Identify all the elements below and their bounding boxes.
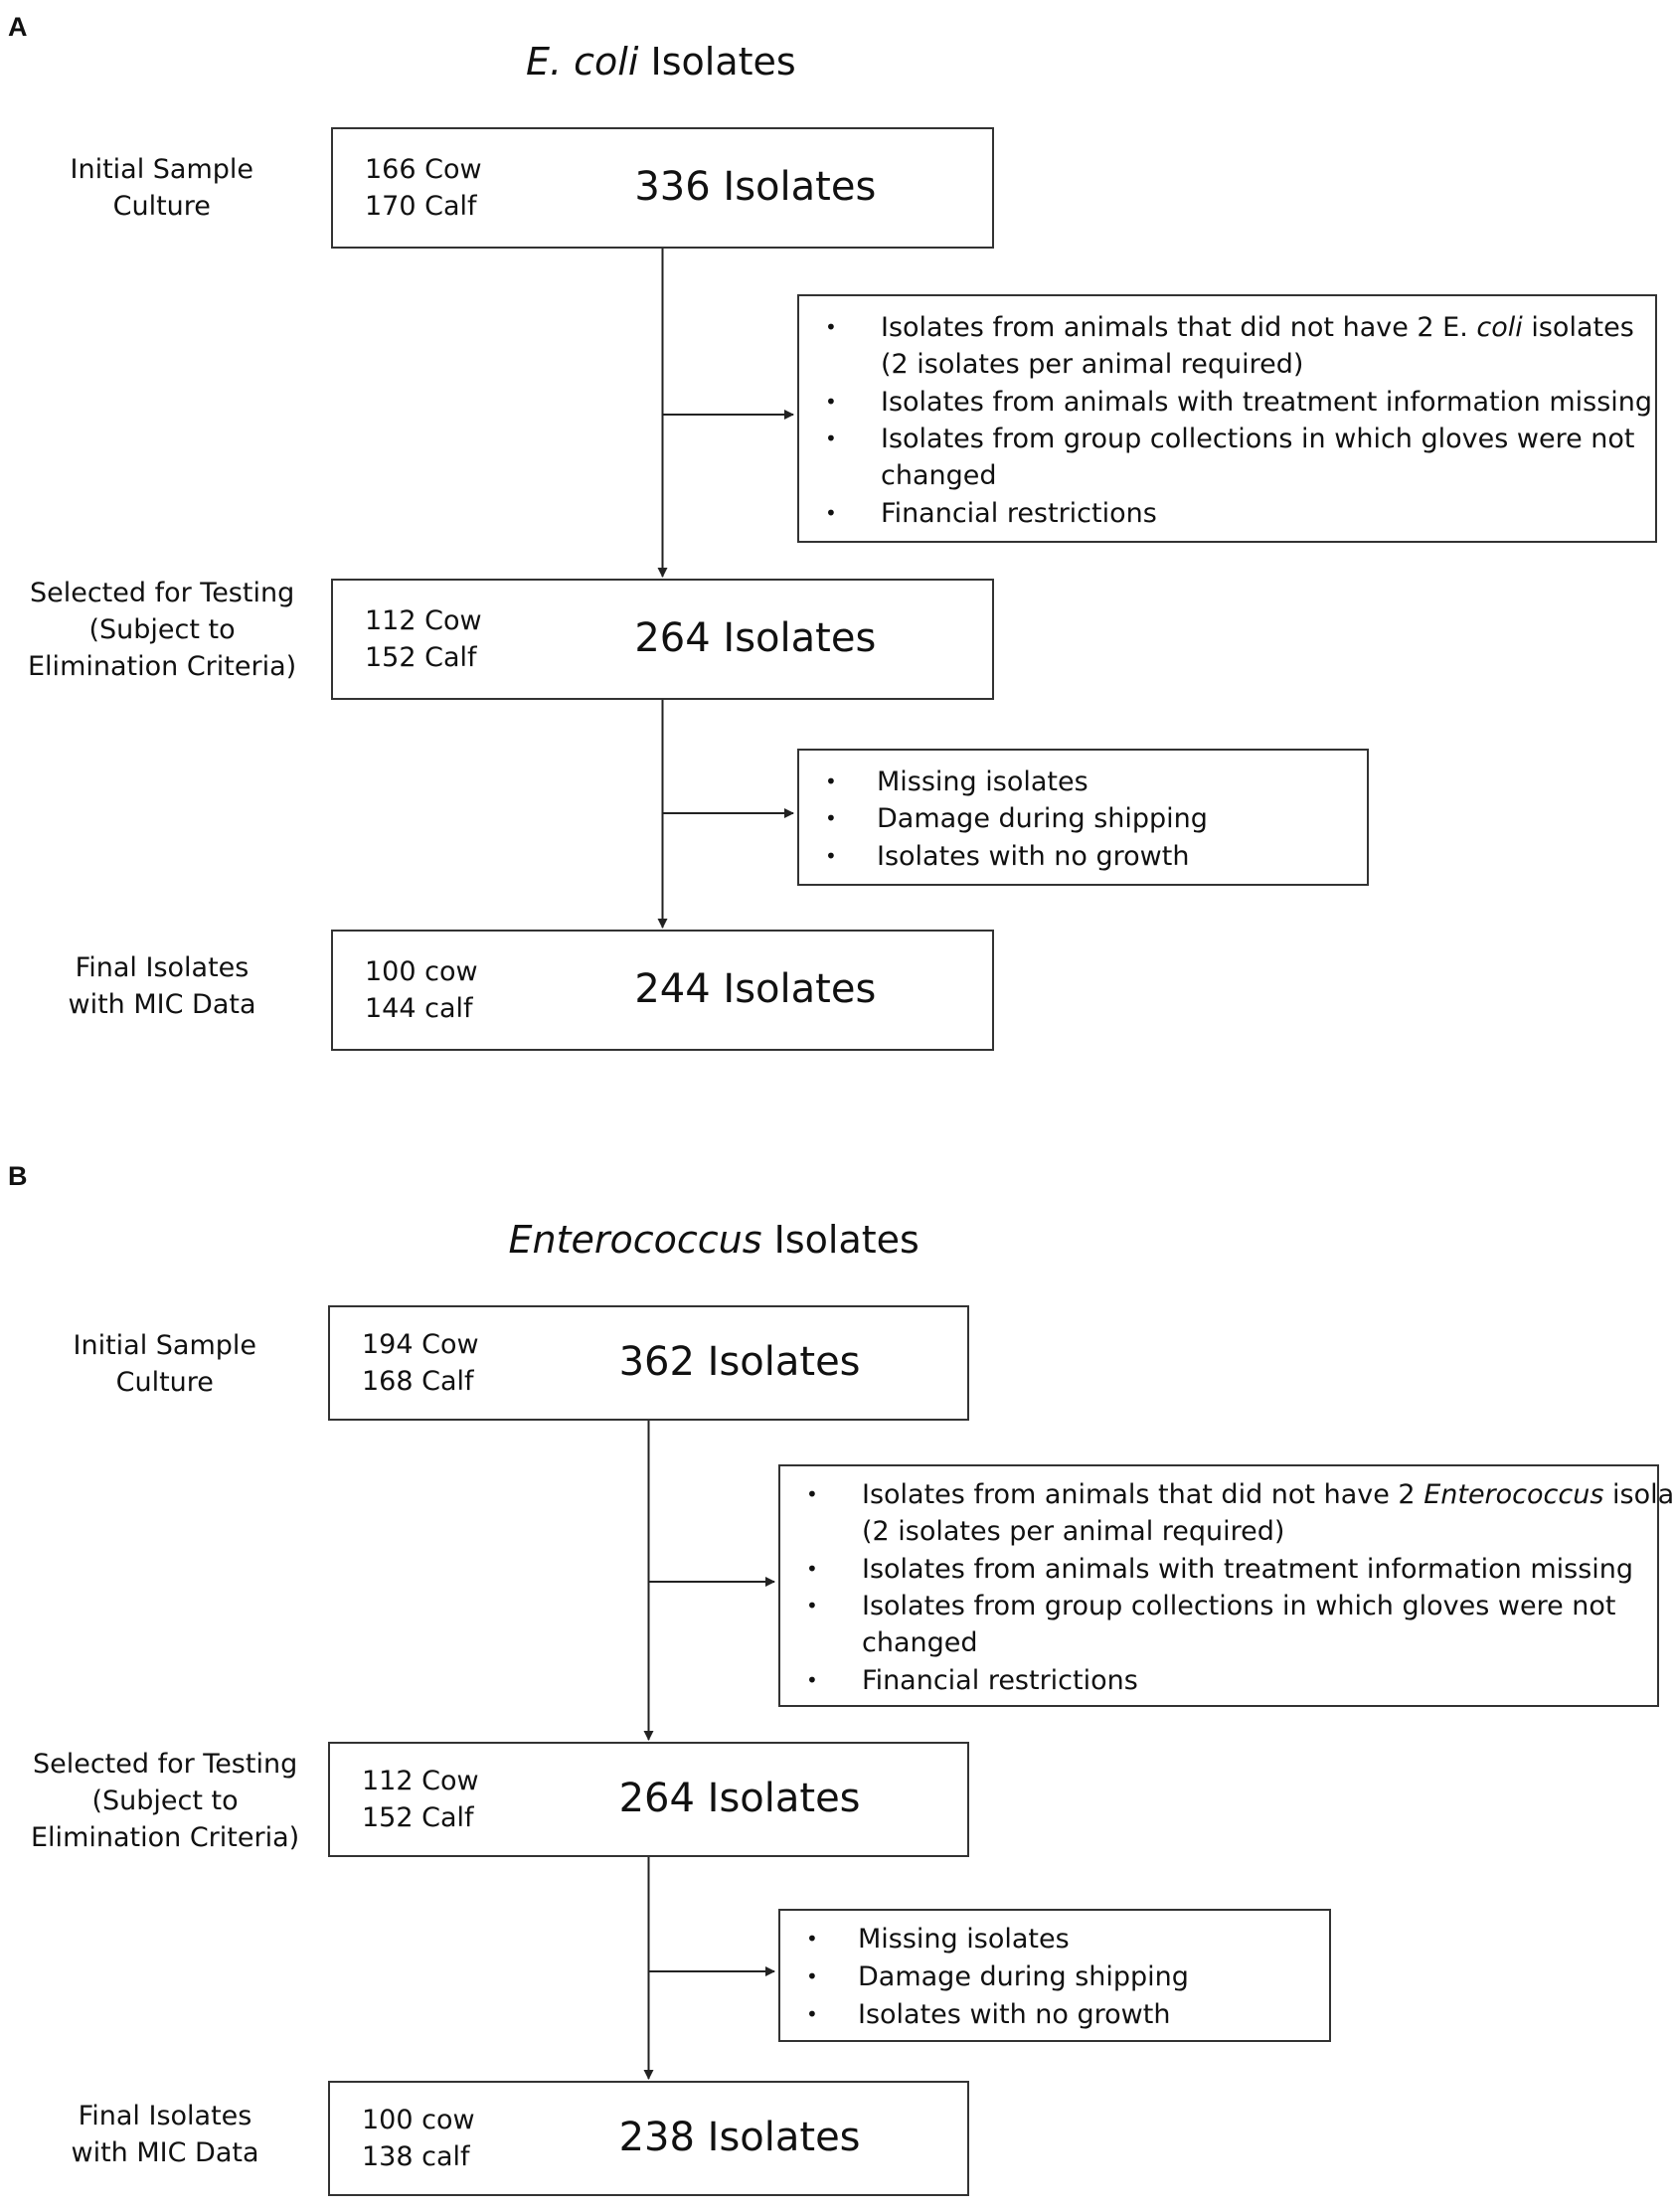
exclusion-text: Isolates from group collections in which… <box>862 1591 1616 1621</box>
stage-box <box>331 579 994 700</box>
stage-label: Final Isolates with MIC Data <box>69 949 256 1023</box>
stage-label-line: Culture <box>115 1367 214 1398</box>
stage-label-line: Final Isolates <box>78 2101 252 2131</box>
exclusion-text: Isolates from animals with treatment inf… <box>881 386 1653 418</box>
exclusion-text: Financial restrictions <box>881 497 1157 529</box>
count-line: 166 Cow <box>365 154 482 185</box>
exclusion-text: (2 isolates per animal required) <box>881 349 1304 381</box>
count-line: 112 Cow <box>362 1766 479 1796</box>
count-line: 194 Cow <box>362 1329 479 1360</box>
exclusion-text: Damage during shipping <box>858 1961 1189 1992</box>
stage-label-line: (Subject to <box>88 614 236 645</box>
stage-counts: 100 cow 138 calf <box>362 2102 475 2175</box>
stage-label-line: Initial Sample <box>73 1330 257 1361</box>
title-organism: Enterococcus <box>508 1218 762 1262</box>
bullet-icon: • <box>806 1667 818 1692</box>
exclusion-text: Damage during shipping <box>877 803 1208 835</box>
panel-letter: A <box>8 12 28 42</box>
stage-label-line: with MIC Data <box>68 989 256 1020</box>
count-line: 112 Cow <box>365 605 482 636</box>
bullet-icon: • <box>825 315 837 339</box>
bullet-icon: • <box>825 500 837 525</box>
bullet-icon: • <box>825 843 837 868</box>
bullet-icon: • <box>806 1556 818 1581</box>
title-organism: E. coli <box>526 40 639 84</box>
stage-label-line: Selected for Testing <box>29 578 295 608</box>
count-line: 170 Calf <box>365 191 477 222</box>
exclusion-text: Isolates from animals that did not have … <box>881 312 1634 343</box>
bullet-icon: • <box>825 806 837 831</box>
stage-box <box>328 1305 969 1421</box>
stage-box <box>331 930 994 1051</box>
stage-counts: 112 Cow 152 Calf <box>365 602 482 676</box>
count-line: 152 Calf <box>365 642 477 673</box>
stage-counts: 100 cow 144 calf <box>365 953 478 1027</box>
stage-label: Selected for Testing (Subject to Eliminati… <box>28 575 296 685</box>
exclusion-text: Isolates with no growth <box>858 1999 1171 2030</box>
stage-counts: 112 Cow 152 Calf <box>362 1763 479 1836</box>
exclusion-text: Missing isolates <box>877 766 1088 797</box>
stage-box <box>331 127 994 249</box>
bullet-icon: • <box>806 1927 818 1951</box>
bullet-icon: • <box>806 1482 818 1506</box>
stage-label-line: Elimination Criteria) <box>28 651 297 682</box>
count-line: 100 cow <box>365 956 478 987</box>
title-suffix: Isolates <box>638 40 796 84</box>
stage-total: 264 Isolates <box>618 1776 861 1821</box>
panel-letter: B <box>8 1161 28 1191</box>
exclusion-box: • Isolates from animals that did not have… <box>797 294 1657 543</box>
exclusion-text: changed <box>862 1627 978 1659</box>
bullet-icon: • <box>806 2002 818 2026</box>
stage-label: Selected for Testing (Subject to Eliminati… <box>31 1746 299 1856</box>
stage-total: 244 Isolates <box>634 966 877 1012</box>
stage-label-line: Elimination Criteria) <box>31 1822 300 1853</box>
count-line: 100 cow <box>362 2105 475 2135</box>
exclusion-text: (2 isolates per animal required) <box>862 1516 1285 1548</box>
exclusion-text: Isolates with no growth <box>877 840 1190 872</box>
exclusion-box: • Missing isolates • Damage during shipping… <box>778 1909 1331 2042</box>
exclusion-box: • Missing isolates • Damage during shipping… <box>797 749 1369 886</box>
exclusion-text: Financial restrictions <box>862 1664 1138 1696</box>
stage-total: 238 Isolates <box>618 2115 861 2160</box>
exclusion-organism: Enterococcus <box>1423 1479 1604 1510</box>
stage-label-line: Final Isolates <box>75 952 250 983</box>
exclusion-text: changed <box>881 460 997 492</box>
count-line: 144 calf <box>365 993 473 1024</box>
stage-total: 362 Isolates <box>618 1339 861 1385</box>
stage-label: Final Isolates with MIC Data <box>72 2098 259 2171</box>
title-suffix: Isolates <box>761 1218 920 1262</box>
stage-counts: 194 Cow 168 Calf <box>362 1326 479 1400</box>
bullet-icon: • <box>806 1964 818 1988</box>
stage-label-line: Selected for Testing <box>32 1749 298 1780</box>
stage-label-line: Culture <box>112 191 211 222</box>
bullet-icon: • <box>825 769 837 793</box>
stage-box <box>328 2081 969 2196</box>
stage-label-line: (Subject to <box>91 1786 239 1816</box>
exclusion-box: • Isolates from animals that did not have… <box>778 1464 1673 1707</box>
stage-counts: 166 Cow 170 Calf <box>365 151 482 225</box>
bullet-icon: • <box>825 426 837 450</box>
stage-total: 336 Isolates <box>634 164 877 210</box>
count-line: 152 Calf <box>362 1802 474 1833</box>
exclusion-text: Missing isolates <box>858 1924 1070 1955</box>
count-line: 168 Calf <box>362 1366 474 1397</box>
stage-box <box>328 1742 969 1857</box>
exclusion-text: Isolates from animals that did not have … <box>862 1479 1673 1510</box>
exclusion-text: Isolates from group collections in which… <box>881 424 1635 454</box>
stage-total: 264 Isolates <box>634 615 877 661</box>
panel-title: Enterococcus Isolates <box>509 1218 920 1262</box>
exclusion-text: Isolates from animals with treatment inf… <box>862 1553 1634 1585</box>
stage-label-line: Initial Sample <box>70 154 254 185</box>
bullet-icon: • <box>825 389 837 414</box>
count-line: 138 calf <box>362 2141 470 2172</box>
bullet-icon: • <box>806 1594 818 1617</box>
stage-label-line: with MIC Data <box>71 2137 259 2168</box>
panel-title: E. coli Isolates <box>526 40 796 84</box>
exclusion-organism: coli <box>1476 312 1523 343</box>
